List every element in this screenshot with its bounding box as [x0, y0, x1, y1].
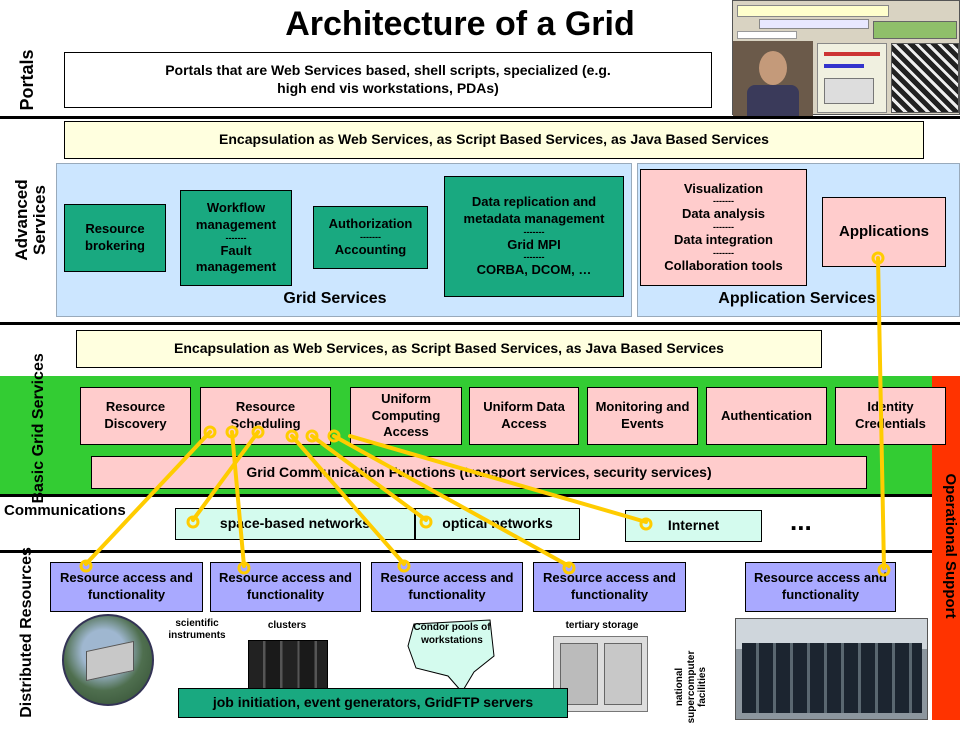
resource-access-box-4: Resource access and functionality	[533, 562, 686, 612]
layer-divider	[0, 550, 932, 553]
internet-box: Internet	[625, 510, 762, 542]
page-title: Architecture of a Grid	[285, 5, 635, 43]
person-photo	[733, 41, 813, 116]
resource-access-box-5: Resource access and functionality	[745, 562, 896, 612]
resource-access-box-1: Resource access and functionality	[50, 562, 203, 612]
grid-communication-functions-box: Grid Communication Functions (transport …	[91, 456, 867, 489]
visualization-box: Visualization ------- Data analysis ----…	[640, 169, 807, 286]
supercomputer-photo	[735, 618, 928, 720]
layer-label-basic: Basic Grid Services	[29, 352, 47, 504]
authorization-box: Authorization ------- Accounting	[313, 206, 428, 269]
layer-label-portals: Portals	[17, 49, 37, 111]
gui-screenshot-image	[732, 0, 960, 116]
uniform-computing-access-box: Uniform Computing Access	[350, 387, 462, 445]
layer-divider	[0, 494, 932, 497]
scientific-instrument-photo	[62, 614, 154, 706]
data-replication-box: Data replication and metadata management…	[444, 176, 624, 297]
layer-divider	[0, 116, 960, 119]
application-services-label: Application Services	[718, 290, 876, 307]
monitoring-events-box: Monitoring and Events	[587, 387, 698, 445]
layer-label-communications: Communications	[4, 502, 126, 519]
layer-label-advanced: Advanced Services	[12, 179, 49, 261]
layer-divider	[0, 322, 960, 325]
scientific-instruments-label: scientific instruments	[168, 618, 226, 641]
resource-discovery-box: Resource Discovery	[80, 387, 191, 445]
portals-box: Portals that are Web Services based, she…	[64, 52, 712, 108]
resource-access-box-3: Resource access and functionality	[371, 562, 523, 612]
clusters-label: clusters	[267, 620, 307, 631]
more-networks-ellipsis: ...	[790, 506, 812, 536]
layer-label-operational: Operational Support	[942, 473, 959, 619]
optical-networks-box: optical networks	[415, 508, 580, 540]
identity-credentials-box: Identity Credentials	[835, 387, 946, 445]
resource-scheduling-box: Resource Scheduling	[200, 387, 331, 445]
encapsulation-band-middle: Encapsulation as Web Services, as Script…	[76, 330, 822, 368]
space-based-networks-box: space-based networks	[175, 508, 415, 540]
layer-label-distributed: Distributed Resources	[17, 546, 35, 718]
uniform-data-access-box: Uniform Data Access	[469, 387, 579, 445]
resource-brokering-box: Resource brokering	[64, 204, 166, 272]
job-initiation-band: job initiation, event generators, GridFT…	[178, 688, 568, 718]
resource-access-box-2: Resource access and functionality	[210, 562, 361, 612]
workflow-management-box: Workflow management ------- Fault manage…	[180, 190, 292, 286]
condor-pools-label: Condor pools of workstations	[413, 622, 491, 646]
applications-box: Applications	[822, 197, 946, 267]
supercomputer-label: national supercomputer facilities	[674, 650, 708, 724]
grid-services-label: Grid Services	[283, 290, 387, 307]
tertiary-storage-photo	[553, 636, 648, 712]
authentication-box: Authentication	[706, 387, 827, 445]
encapsulation-band-top: Encapsulation as Web Services, as Script…	[64, 121, 924, 159]
tertiary-storage-label: tertiary storage	[565, 620, 639, 631]
